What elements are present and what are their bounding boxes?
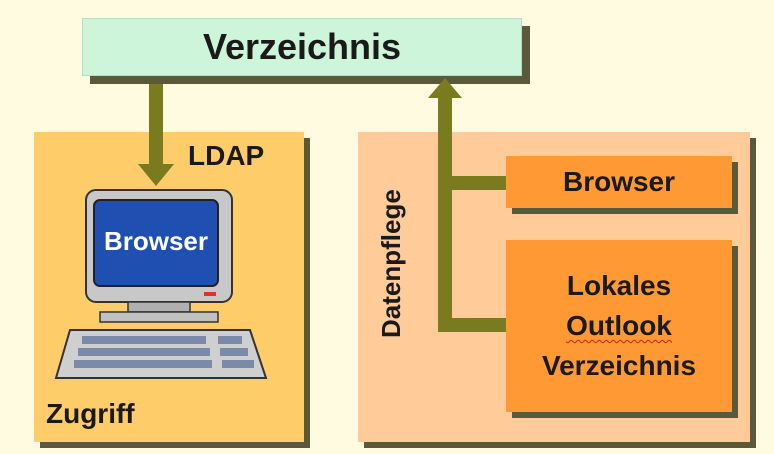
browser-box-label: Browser	[562, 166, 676, 197]
maintenance-arrow	[428, 78, 506, 332]
ldap-label: LDAP	[188, 140, 265, 171]
directory-box: Verzeichnis	[82, 18, 522, 76]
local-line-1: Lokales	[566, 270, 672, 301]
ldap-arrow	[138, 84, 174, 186]
maintenance-label: Datenpflege	[376, 189, 406, 338]
local-directory-box: Lokales Outlook Verzeichnis	[506, 240, 732, 412]
local-line-3: Verzeichnis	[541, 350, 697, 381]
directory-label: Verzeichnis	[202, 26, 402, 67]
screen-label: Browser	[103, 226, 209, 256]
local-line-2: Outlook	[566, 310, 672, 341]
computer-icon	[54, 189, 268, 379]
browser-box: Browser	[506, 156, 732, 208]
access-label: Zugriff	[46, 398, 135, 429]
